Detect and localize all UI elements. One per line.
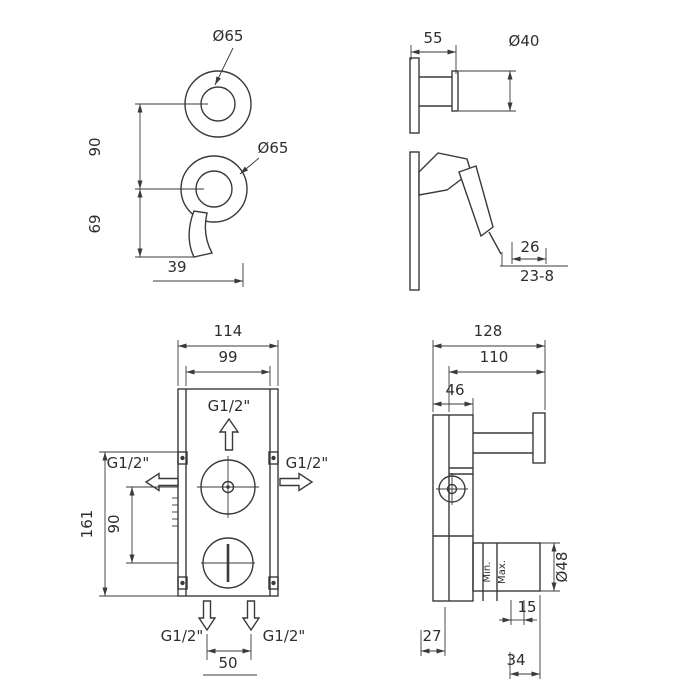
dim-label-114: 114: [214, 322, 243, 340]
dim-label-dia40: Ø40: [509, 32, 540, 50]
dim-label-34: 34: [506, 651, 525, 669]
flow-arrow-down-right-icon: [241, 600, 261, 632]
spout-wall-plate: [409, 57, 420, 134]
dim-label-69: 69: [86, 214, 104, 233]
port-label-bottom-left: G1/2": [161, 627, 204, 645]
dim-label-161: 161: [78, 510, 96, 539]
port-label-right: G1/2": [286, 454, 329, 472]
view-trim-side: 55 Ø40 26 23-8: [409, 29, 568, 291]
dim-label-128: 128: [474, 322, 503, 340]
view-body-side: 128 110 46 Ø48 Min. Max. 15 27 34: [420, 322, 571, 679]
body-outline: [177, 388, 279, 597]
trim-side-dimensions: [410, 45, 568, 267]
mounting-tabs: [177, 451, 279, 590]
dim-label-90-ports: 90: [105, 514, 123, 533]
flow-arrow-left-icon: [144, 472, 179, 492]
dim-label-dia65-top: Ø65: [213, 27, 244, 45]
spout-end-cap: [451, 70, 459, 112]
dim-label-dia48: Ø48: [553, 552, 571, 583]
trim-front-dimensions: [135, 47, 260, 287]
flow-arrow-up-icon: [218, 417, 240, 451]
dim-label-46: 46: [445, 381, 464, 399]
dim-label-50: 50: [218, 654, 237, 672]
dim-label-39: 39: [167, 258, 186, 276]
label-min: Min.: [482, 562, 493, 583]
body-side-outline: [432, 414, 474, 602]
dim-label-26: 26: [520, 238, 539, 256]
handle-lever-outline: [458, 165, 494, 238]
dim-label-55: 55: [423, 29, 442, 47]
handle-wall-plate: [409, 151, 420, 291]
dim-label-27: 27: [422, 627, 441, 645]
port-label-bottom-right: G1/2": [263, 627, 306, 645]
spout-union-outline: [472, 542, 541, 592]
dim-label-dia65-spout: Ø65: [258, 139, 289, 157]
label-max: Max.: [497, 560, 508, 584]
flow-arrow-down-left-icon: [197, 600, 217, 632]
flow-arrow-right-icon: [279, 472, 314, 492]
dim-label-110: 110: [480, 348, 509, 366]
view-trim-front: Ø65 Ø65 90 69 39: [86, 27, 288, 287]
dim-label-23-8: 23-8: [520, 267, 554, 285]
spout-outline: [188, 210, 214, 258]
port-label-top: G1/2": [208, 397, 251, 415]
body-front-dimensions: [99, 340, 279, 676]
port-label-left: G1/2": [107, 454, 150, 472]
wall-bracket: [532, 412, 546, 464]
dim-label-90: 90: [86, 137, 104, 156]
dim-label-15: 15: [517, 598, 536, 616]
dim-label-99: 99: [218, 348, 237, 366]
view-body-front: 114 99 G1/2" G1/2" G1/2" 161 90 G1/2" G1…: [78, 322, 329, 676]
body-side-dimensions: [420, 340, 560, 679]
body-left-edge-marks: [172, 497, 178, 527]
